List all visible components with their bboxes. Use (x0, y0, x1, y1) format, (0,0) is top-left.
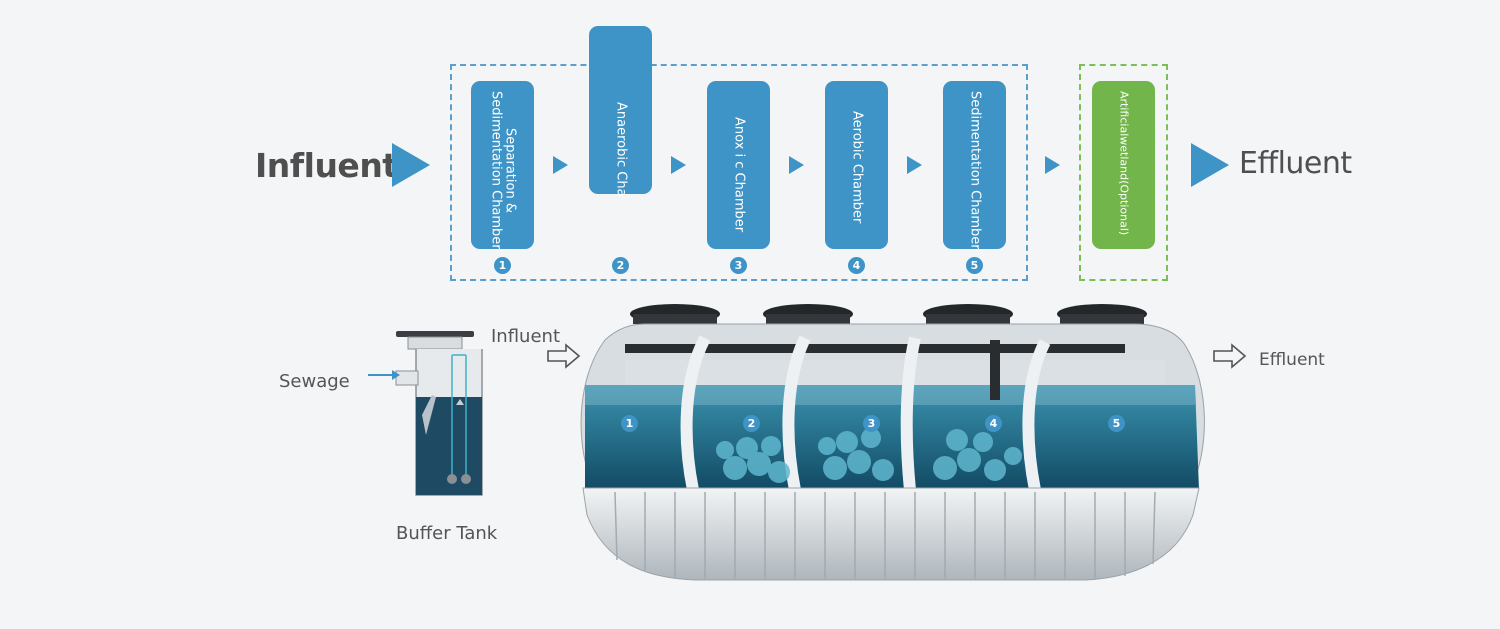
flow-arrow-icon (671, 156, 686, 174)
stage-number-badge: 2 (612, 257, 629, 274)
stage-anoxic: Anox i c Chamber (707, 81, 770, 249)
stage-label: Aerobic Chamber (849, 111, 865, 224)
effluent-outline-arrow-icon (1213, 343, 1247, 369)
stage-label: Artificialwetland(Optional) (1117, 91, 1131, 236)
influent-outline-arrow-icon (547, 343, 581, 369)
stage-separation-sedimentation: Separation & Sedimentation Chamber (471, 81, 534, 250)
flow-arrow-icon (1045, 156, 1060, 174)
flow-arrow-icon (907, 156, 922, 174)
stage-number-badge: 5 (966, 257, 983, 274)
buffer-tank (368, 331, 483, 496)
stage-label: Sedimentation Chamber (967, 91, 983, 250)
effluent-arrow-icon (1191, 143, 1229, 187)
stage-label: Separation & Sedimentation Chamber (488, 91, 518, 250)
sewage-label: Sewage (279, 371, 350, 392)
stage-number-badge: 1 (494, 257, 511, 274)
influent-arrow-icon (392, 143, 430, 187)
optional-stage-box (1079, 64, 1168, 281)
tank-chamber-number: 2 (743, 415, 760, 432)
stage-number-badge: 3 (730, 257, 747, 274)
stage-label: Anaerobic Cha (613, 102, 629, 197)
treatment-stages-box (450, 64, 1028, 281)
buffer-tank-label: Buffer Tank (396, 523, 498, 544)
tank-chamber-number: 1 (621, 415, 638, 432)
stage-aerobic: Aerobic Chamber (825, 81, 888, 249)
stage-artificial-wetland: Artificialwetland(Optional) (1092, 81, 1155, 249)
flow-arrow-icon (789, 156, 804, 174)
influent-label: Influent (255, 146, 398, 185)
tank-chamber-number: 3 (863, 415, 880, 432)
stage-sedimentation: Sedimentation Chamber (943, 81, 1006, 250)
stage-number-badge: 4 (848, 257, 865, 274)
tank-chamber-number: 5 (1108, 415, 1125, 432)
tank-influent-label: Influent (491, 326, 561, 347)
flow-arrow-icon (553, 156, 568, 174)
integrated-treatment-tank (580, 304, 1205, 581)
stage-label: Anox i c Chamber (731, 117, 747, 233)
tank-effluent-label: Effluent (1259, 350, 1325, 370)
tank-chamber-number: 4 (985, 415, 1002, 432)
stage-anaerobic: Anaerobic Cha (589, 26, 652, 197)
effluent-label: Effluent (1239, 146, 1352, 181)
